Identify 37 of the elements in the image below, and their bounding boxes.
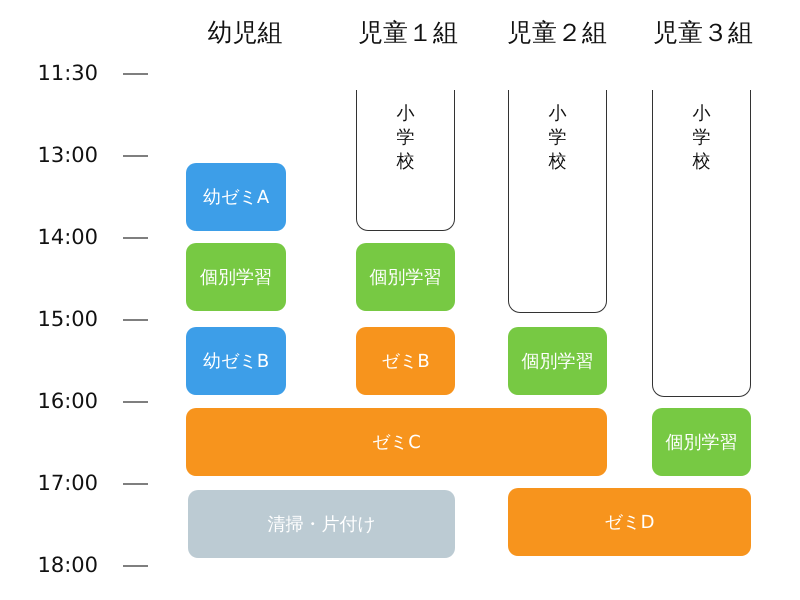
- session-box: [186, 327, 286, 395]
- column-header: 児童３組: [653, 17, 753, 49]
- school-period-bar: [652, 90, 751, 397]
- time-label: 16:00: [36, 389, 98, 413]
- time-label: 17:00: [36, 471, 98, 495]
- session-box: [508, 488, 751, 556]
- session-label: 個別学習: [200, 266, 272, 289]
- session-label: 幼ゼミB: [202, 350, 270, 373]
- school-period-bar: [508, 90, 607, 313]
- time-label: 11:30: [36, 61, 98, 85]
- session-label: 清掃・片付け: [268, 513, 376, 536]
- session-box: [188, 490, 455, 558]
- session-box: [356, 327, 455, 395]
- session-box: [186, 243, 286, 311]
- session-label: 個別学習: [370, 266, 442, 289]
- session-label: 個別学習: [666, 431, 738, 454]
- session-label: ゼミB: [381, 350, 430, 373]
- session-label: ゼミC: [372, 431, 421, 454]
- session-label: 小学校: [692, 102, 712, 174]
- column-header: 児童２組: [507, 17, 607, 49]
- session-label: 小学校: [548, 102, 568, 174]
- session-box: [186, 163, 286, 231]
- session-label: 幼ゼミA: [202, 186, 270, 209]
- school-period-bar: [356, 90, 455, 231]
- column-header: 児童１組: [358, 17, 458, 49]
- column-header: 幼児組: [208, 17, 282, 49]
- session-label: ゼミD: [604, 511, 654, 534]
- session-label: 小学校: [396, 102, 416, 174]
- session-box: [508, 327, 607, 395]
- session-box: [186, 408, 607, 476]
- session-box: [356, 243, 455, 311]
- session-label: 個別学習: [522, 350, 594, 373]
- time-label: 14:00: [36, 225, 98, 249]
- time-label: 15:00: [36, 307, 98, 331]
- time-label: 18:00: [36, 553, 98, 577]
- time-label: 13:00: [36, 143, 98, 167]
- session-box: [652, 408, 751, 476]
